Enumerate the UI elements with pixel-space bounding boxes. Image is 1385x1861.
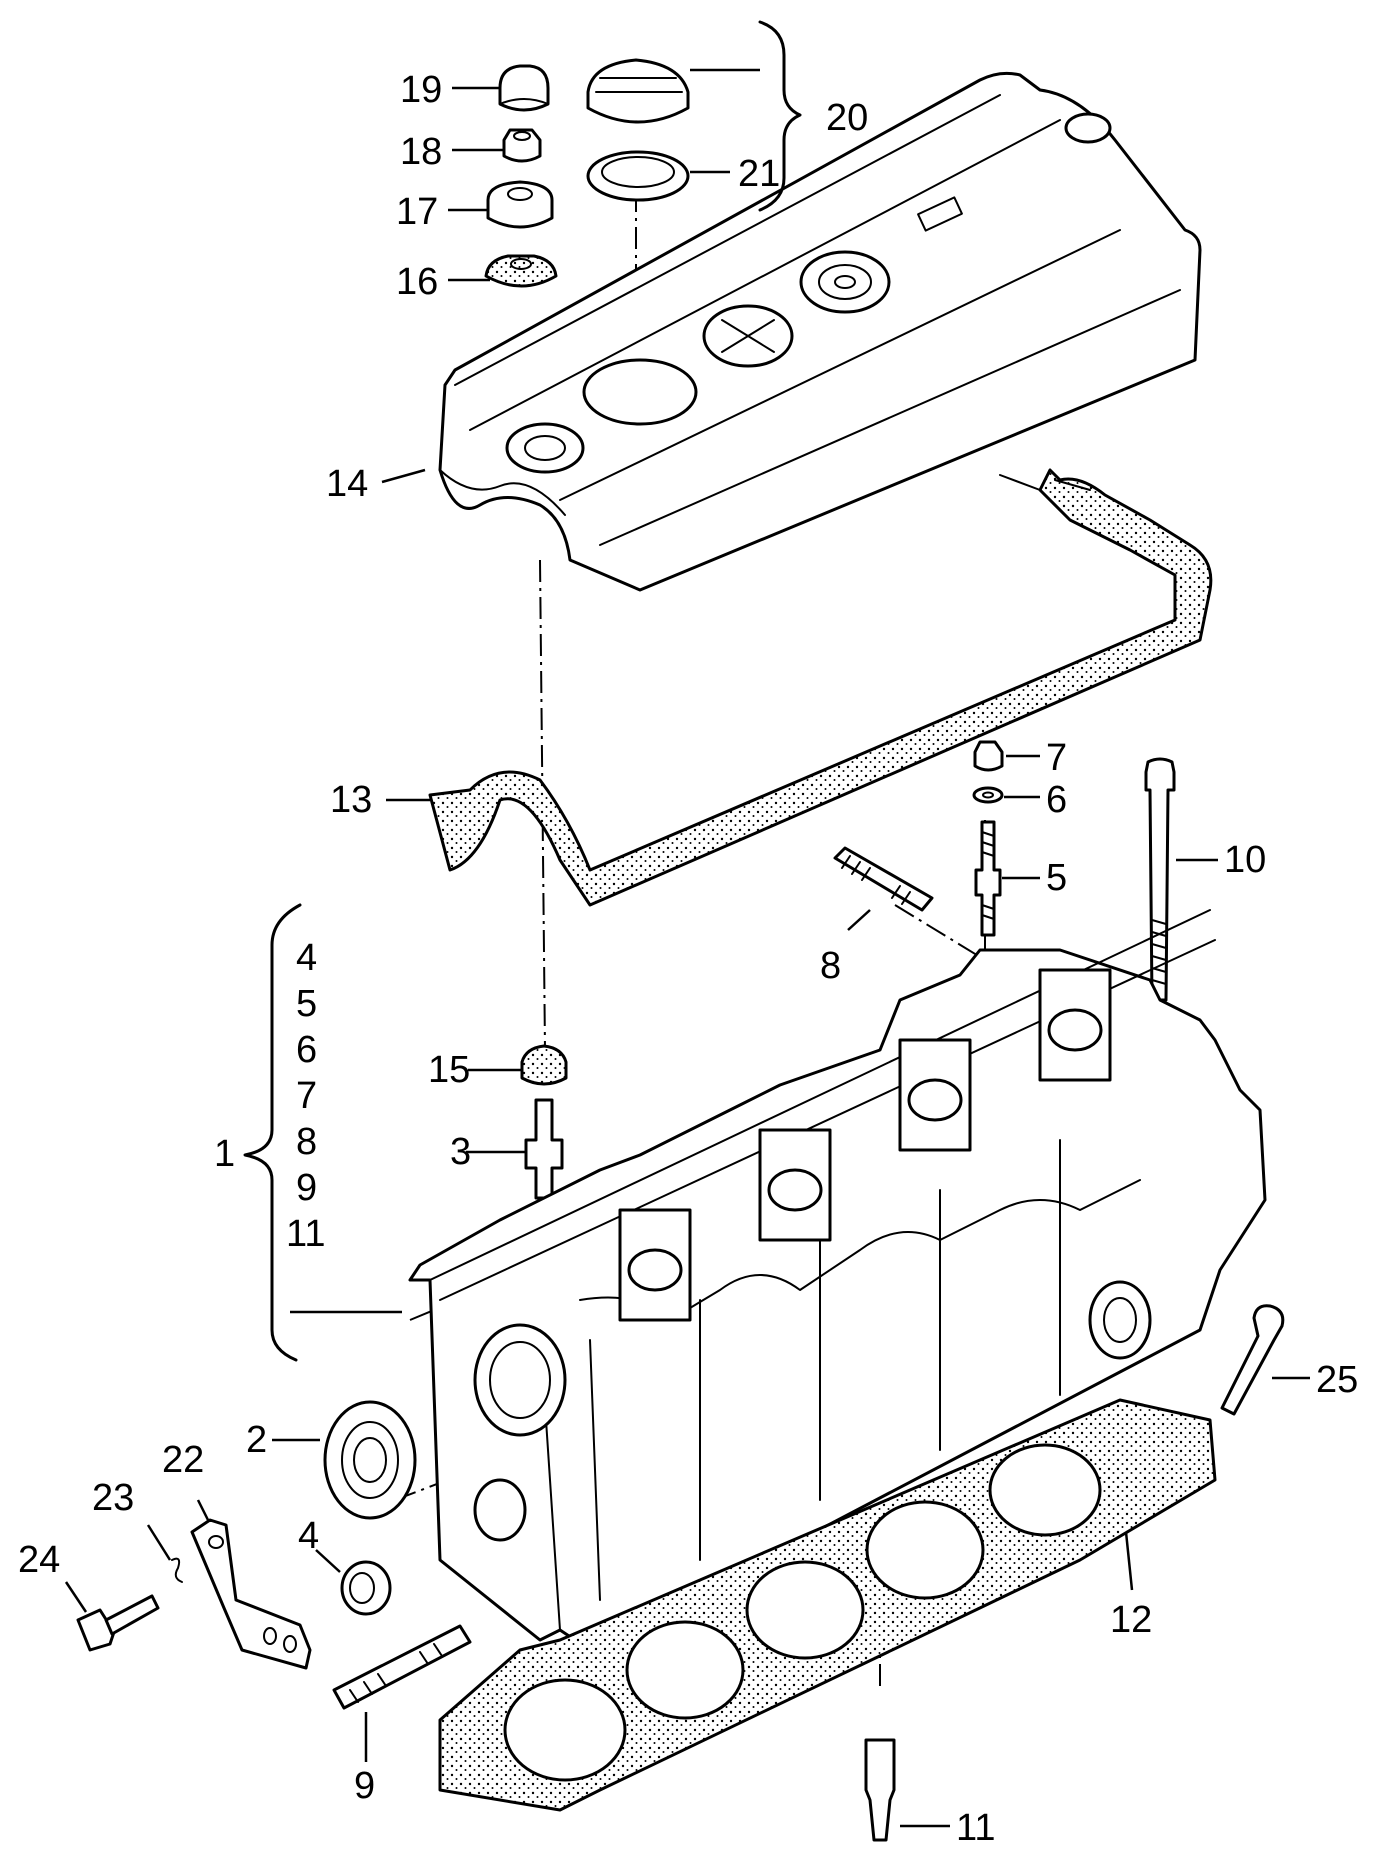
leader-lines xyxy=(64,68,1310,1828)
callout-19: 19 xyxy=(400,69,442,111)
part-4-plug xyxy=(340,1560,392,1616)
part-11-dowel xyxy=(864,1738,896,1842)
callout-13: 13 xyxy=(330,779,372,821)
part-17-grommet xyxy=(486,180,554,229)
callout-21: 21 xyxy=(738,153,780,195)
part-9-stud xyxy=(332,1624,472,1710)
part-23-spring-washer xyxy=(171,1557,183,1583)
callout-25: 25 xyxy=(1316,1359,1358,1401)
part-15-cap xyxy=(520,1044,568,1086)
callout-8: 8 xyxy=(820,945,841,987)
part-16-seal xyxy=(484,254,558,288)
group-1-item: 4 xyxy=(296,937,317,979)
part-8-stud xyxy=(833,846,934,912)
part-2-oil-seal xyxy=(323,1400,417,1520)
group-1-item: 8 xyxy=(296,1121,317,1163)
callout-16: 16 xyxy=(396,261,438,303)
group-1-item: 9 xyxy=(296,1167,317,1209)
part-6-washer xyxy=(972,786,1004,804)
callout-24: 24 xyxy=(18,1539,60,1581)
callout-15: 15 xyxy=(428,1049,470,1091)
callout-labels: 19 18 17 16 20 21 14 13 7 6 5 10 8 15 3 … xyxy=(18,69,1358,1849)
callout-12: 12 xyxy=(1110,1599,1152,1641)
part-18-nut xyxy=(502,128,542,163)
callout-3: 3 xyxy=(450,1131,471,1173)
callout-17: 17 xyxy=(396,191,438,233)
group-20-brace xyxy=(758,20,802,212)
callout-11: 11 xyxy=(956,1807,995,1849)
callout-22: 22 xyxy=(162,1439,204,1481)
callout-23: 23 xyxy=(92,1477,134,1519)
callout-6: 6 xyxy=(1046,779,1067,821)
group-1-item: 5 xyxy=(296,983,317,1025)
callout-9: 9 xyxy=(354,1765,375,1807)
callout-7: 7 xyxy=(1046,737,1067,779)
group-1-item: 7 xyxy=(296,1075,317,1117)
part-22-bracket xyxy=(190,1518,312,1670)
callout-14: 14 xyxy=(326,463,368,505)
group-1-brace xyxy=(243,903,402,1362)
part-10-head-bolt xyxy=(1144,757,1176,1002)
part-5-stud xyxy=(974,820,1002,937)
callout-20: 20 xyxy=(826,97,868,139)
part-24-bolt xyxy=(76,1594,160,1652)
part-21-seal-ring xyxy=(586,150,690,202)
part-20-filler-cap xyxy=(586,58,690,124)
callout-18: 18 xyxy=(400,131,442,173)
part-12-head-gasket xyxy=(438,1398,1217,1812)
part-19-cap xyxy=(498,64,550,112)
group-1-item: 6 xyxy=(296,1029,317,1071)
part-7-nut xyxy=(973,740,1004,772)
part-3-pin xyxy=(524,1098,564,1200)
group-1-item: 11 xyxy=(286,1213,325,1255)
group-1-item-list: 4 5 6 7 8 9 11 xyxy=(286,937,325,1255)
callout-10: 10 xyxy=(1224,839,1266,881)
part-14-valve-cover xyxy=(438,71,1202,592)
callout-1: 1 xyxy=(214,1133,235,1175)
callout-5: 5 xyxy=(1046,857,1067,899)
part-25-bolt xyxy=(1220,1304,1285,1416)
callout-4: 4 xyxy=(298,1515,319,1557)
part-1-cylinder-head xyxy=(408,909,1267,1652)
part-13-gasket xyxy=(428,468,1213,907)
callout-2: 2 xyxy=(246,1419,267,1461)
